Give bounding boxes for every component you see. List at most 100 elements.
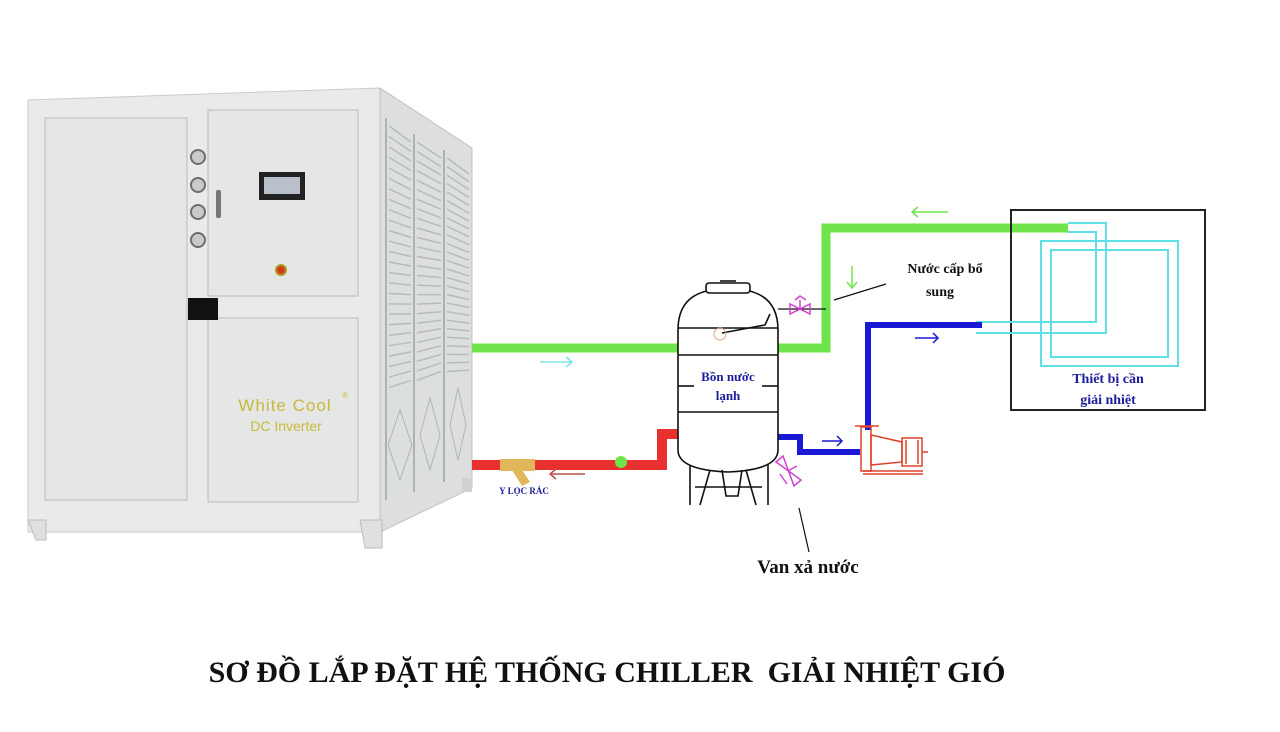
louver-slat [446,234,470,246]
louver-slat [388,271,412,277]
louver-slat [446,251,470,262]
louver-slat [446,217,470,230]
louver-slat [388,292,412,296]
brand-subtitle: DC Inverter [250,418,322,434]
display-panel [188,298,218,320]
louver-slat [416,169,442,185]
louver-slat [416,246,442,253]
louver-slat [446,208,470,222]
louver-slat [416,319,442,324]
louver-slat [416,236,442,245]
louver-slat [416,336,442,344]
brand-name: White Cool [238,396,331,415]
louver-slat [416,345,442,353]
side-louvers [385,118,445,500]
flow-arrow-pump [822,332,940,447]
louver-slat [446,361,470,364]
flow-arrow-return [548,468,585,480]
louver-slat [446,174,470,191]
louver-slat [416,328,442,334]
louver-slat [388,219,412,229]
y-strainer-label: Y LỌC RÁC [499,486,549,496]
louver-slat [388,360,412,368]
louver-slat [446,293,470,301]
tank-label-line2: lạnh [716,388,741,403]
left-door-panel [44,117,188,501]
louver-slat [446,345,470,348]
pressure-gauges [190,149,206,248]
louver-slat [446,191,470,207]
flow-arrow-down [846,266,858,290]
louver-slat [388,177,412,191]
makeup-valve-icon [789,295,811,316]
louver-slat [388,250,412,258]
pipe-coupling [615,456,627,468]
pump-discharge-pipe [778,322,982,455]
louver-slat [388,312,412,316]
diamond-vents [387,387,467,482]
louver-slat [416,353,442,363]
louver-slat [388,351,412,357]
louver-slat [416,150,442,168]
tank-label-line1: Bồn nước [701,369,755,384]
louver-slat [416,217,442,228]
louver-slat [446,268,470,277]
cooling-coil [976,222,1179,367]
louver-slat [446,182,470,199]
louver-slat [446,276,470,285]
makeup-label-line1: Nước cấp bổ [907,262,982,277]
registered-mark: ® [342,391,348,400]
louver-slat [388,370,412,378]
pump [855,425,928,475]
louver-slat [416,208,442,219]
device-label-line1: Thiết bị cần [1072,372,1144,387]
louver-slat [446,319,470,324]
louver-slat [416,227,442,236]
makeup-leader-line [833,283,887,301]
heat-load-device-box [1010,209,1206,411]
louver-slat [388,146,412,162]
louver-slat [416,255,442,262]
sight-glass [216,190,221,218]
louver-slat [416,362,442,372]
chilled-water-tank [677,280,779,506]
louver-slat [446,165,470,183]
louver-slat [388,229,412,239]
louver-slat [446,302,470,309]
flow-arrow-left [910,206,948,218]
louver-slat [388,125,412,143]
louver-slat [446,310,470,316]
device-label-line2: giải nhiệt [1080,393,1136,408]
louver-slat [388,167,412,181]
louver-slat [416,302,442,305]
emergency-stop-button [275,264,287,276]
louver-slat [416,284,442,287]
louver-slat [388,240,412,248]
louver-slat [388,322,412,326]
louver-slat [416,179,442,193]
louver-slat [388,198,412,210]
return-pipe [472,429,680,470]
louver-slat [446,259,470,269]
louver-slat [416,189,442,202]
chiller-unit: White Cool ® DC Inverter [27,87,473,549]
louver-slat [416,160,442,176]
drain-leader-line [798,507,810,553]
float-ball-icon [713,327,727,341]
louver-slat [446,336,470,340]
louver-slat [388,188,412,200]
louver-slat [446,242,470,254]
louver-slat [416,370,442,382]
supply-pipe [472,223,1068,353]
louver-slat [416,274,442,279]
louver-slat [446,328,470,332]
louver-slat [388,332,412,336]
drain-valve-label: Van xả nước [757,557,858,578]
louver-slat [446,157,470,175]
louver-slat [416,310,442,315]
louver-slat [388,156,412,172]
louver-slat [388,208,412,220]
lower-door-panel [207,317,359,503]
louver-slat [416,141,442,159]
